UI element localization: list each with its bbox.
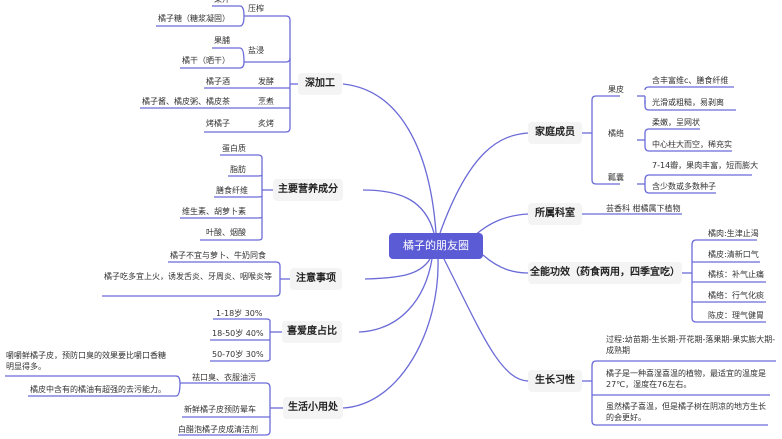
group-fermenting[interactable]: 发酵: [258, 77, 274, 86]
link-center-deep: [342, 83, 437, 234]
item-dried-orange[interactable]: 橘干（晒干）: [182, 56, 230, 65]
use-group-motion-sickness[interactable]: 新鲜橘子皮预防晕车: [184, 405, 256, 414]
nutrient-item[interactable]: 叶酸、烟酸: [206, 228, 246, 237]
popularity-item[interactable]: 18-50岁 40%: [212, 329, 264, 338]
effect-item[interactable]: 橘皮:清新口气: [708, 250, 759, 259]
taxon-item[interactable]: 芸香科 柑橘属下植物: [606, 204, 681, 213]
branch-effects[interactable]: 全能功效（药食两用，四季宜吃）: [528, 262, 682, 284]
branch-family[interactable]: 家庭成员: [528, 122, 582, 144]
use-detail[interactable]: 嚼嚼鲜橘子皮，预防口臭的效果要比嚼口香糖明显得多。: [6, 351, 166, 371]
use-group-breath-stain[interactable]: 祛口臭、衣服油污: [192, 373, 256, 382]
branch-deep-processing[interactable]: 深加工: [298, 73, 342, 95]
item-orange-wine[interactable]: 橘子酒: [206, 77, 230, 86]
link-center-effects: [482, 254, 529, 274]
link-center-cautions: [364, 258, 431, 280]
branch-growth[interactable]: 生长习性: [528, 370, 582, 392]
item-roast-orange[interactable]: 烤橘子: [206, 119, 230, 128]
link-center-popularity: [358, 258, 433, 333]
family-group-peel[interactable]: 果皮: [608, 85, 624, 94]
nutrient-item[interactable]: 维生素、胡萝卜素: [182, 207, 246, 216]
family-item[interactable]: 7-14瓣，果肉丰富，短而膨大: [652, 161, 759, 170]
item-orange-candy[interactable]: 橘子糖（糖浆凝固）: [158, 14, 230, 23]
link-center-family: [439, 132, 529, 234]
growth-item[interactable]: 橘子是一种喜湿喜温的植物，最适宜的温度是27℃，湿度在76左右。: [606, 369, 766, 389]
nutrient-item[interactable]: 脂肪: [230, 165, 246, 174]
use-detail[interactable]: 橘皮中含有的橘油有超强的去污能力。: [30, 385, 166, 394]
link-center-daily: [342, 258, 439, 409]
link-center-growth: [443, 258, 529, 382]
caution-item[interactable]: 橘子不宜与萝卜、牛奶同食: [170, 251, 266, 260]
branch-taxon[interactable]: 所属科室: [528, 203, 582, 225]
group-pressing[interactable]: 压榨: [248, 4, 264, 13]
growth-item[interactable]: 虽然橘子喜温，但是橘子树在阴凉的地方生长的会更好。: [606, 402, 766, 422]
group-boiling[interactable]: 烹煮: [258, 97, 274, 106]
effect-item[interactable]: 陈皮：理气健胃: [708, 311, 764, 320]
effect-item[interactable]: 橘肉:生津止渴: [708, 229, 759, 238]
family-item[interactable]: 柔嫩，呈网状: [652, 118, 700, 127]
link-center-nutrition: [362, 189, 435, 234]
group-salting[interactable]: 盐浸: [248, 46, 264, 55]
effect-item[interactable]: 橘核：补气止痛: [708, 270, 764, 279]
family-item[interactable]: 含丰富维c、膳食纤维: [652, 76, 729, 85]
item-juice[interactable]: 果汁: [214, 0, 230, 5]
branch-daily-uses[interactable]: 生活小用处: [283, 397, 343, 419]
family-item[interactable]: 含少数或多数种子: [652, 182, 716, 191]
branch-cautions[interactable]: 注意事项: [290, 268, 342, 290]
popularity-item[interactable]: 1-18岁 30%: [216, 309, 263, 318]
nutrient-item[interactable]: 膳食纤维: [216, 186, 248, 195]
item-jam-porridge-tea[interactable]: 橘子酱、橘皮粥、橘皮茶: [142, 97, 230, 106]
family-item[interactable]: 光滑或粗糙，易剥离: [652, 98, 724, 107]
use-group-cleaner[interactable]: 白醋泡橘子皮成清洁剂: [178, 425, 258, 434]
branch-nutrition[interactable]: 主要营养成分: [273, 179, 343, 201]
family-item[interactable]: 中心柱大而空，稀充实: [652, 140, 732, 149]
family-group-segments[interactable]: 瓤囊: [608, 173, 624, 182]
item-preserved-fruit[interactable]: 果脯: [214, 36, 230, 45]
center-node[interactable]: 橘子的朋友圈: [389, 233, 483, 259]
group-roasting[interactable]: 炙烤: [258, 119, 274, 128]
popularity-item[interactable]: 50-70岁 30%: [212, 350, 264, 359]
growth-item[interactable]: 过程:幼苗期-生长期-开花期-落果期-果实膨大期-成熟期: [606, 335, 776, 355]
nutrient-item[interactable]: 蛋白质: [222, 144, 246, 153]
effect-item[interactable]: 橘络：行气化痰: [708, 291, 764, 300]
caution-item[interactable]: 橘子吃多宜上火，诱发舌炎、牙周炎、咽喉炎等: [104, 272, 272, 281]
branch-popularity[interactable]: 喜爱度占比: [282, 321, 342, 343]
family-group-pith[interactable]: 橘络: [608, 129, 624, 138]
